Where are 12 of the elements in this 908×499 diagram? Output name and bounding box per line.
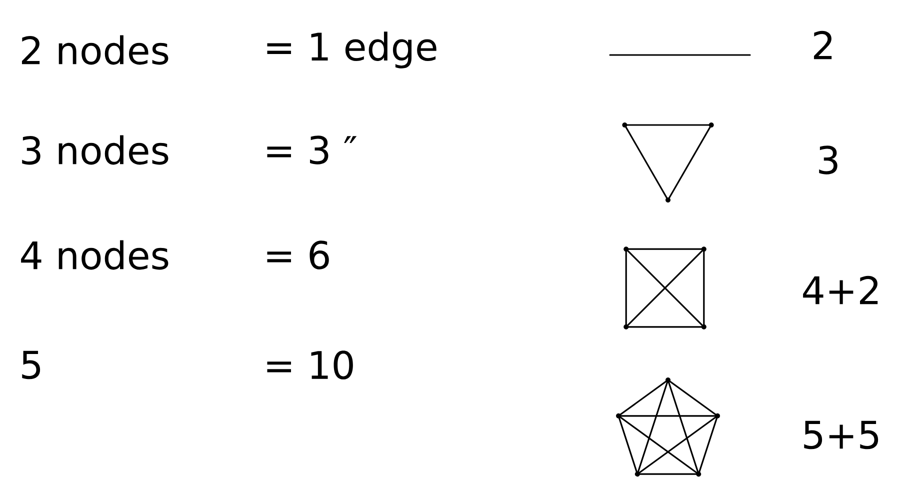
- handwritten-label: 4 nodes: [21, 240, 168, 270]
- handwritten-label: 3: [819, 146, 838, 174]
- handwritten-label: 3 nodes: [22, 135, 168, 165]
- handwritten-label: 5: [22, 350, 40, 380]
- handwritten-label: = 1 edge: [267, 32, 436, 68]
- handwritten-label: = 6: [267, 240, 329, 270]
- handwritten-label: = 3 ″: [267, 136, 357, 164]
- handwritten-label: 2 nodes: [22, 35, 168, 65]
- handwritten-label: 5+5: [804, 420, 878, 450]
- handwritten-label: = 10: [267, 350, 353, 380]
- handwritten-label: 2: [814, 30, 832, 60]
- handwritten-label: 4+2: [803, 276, 878, 304]
